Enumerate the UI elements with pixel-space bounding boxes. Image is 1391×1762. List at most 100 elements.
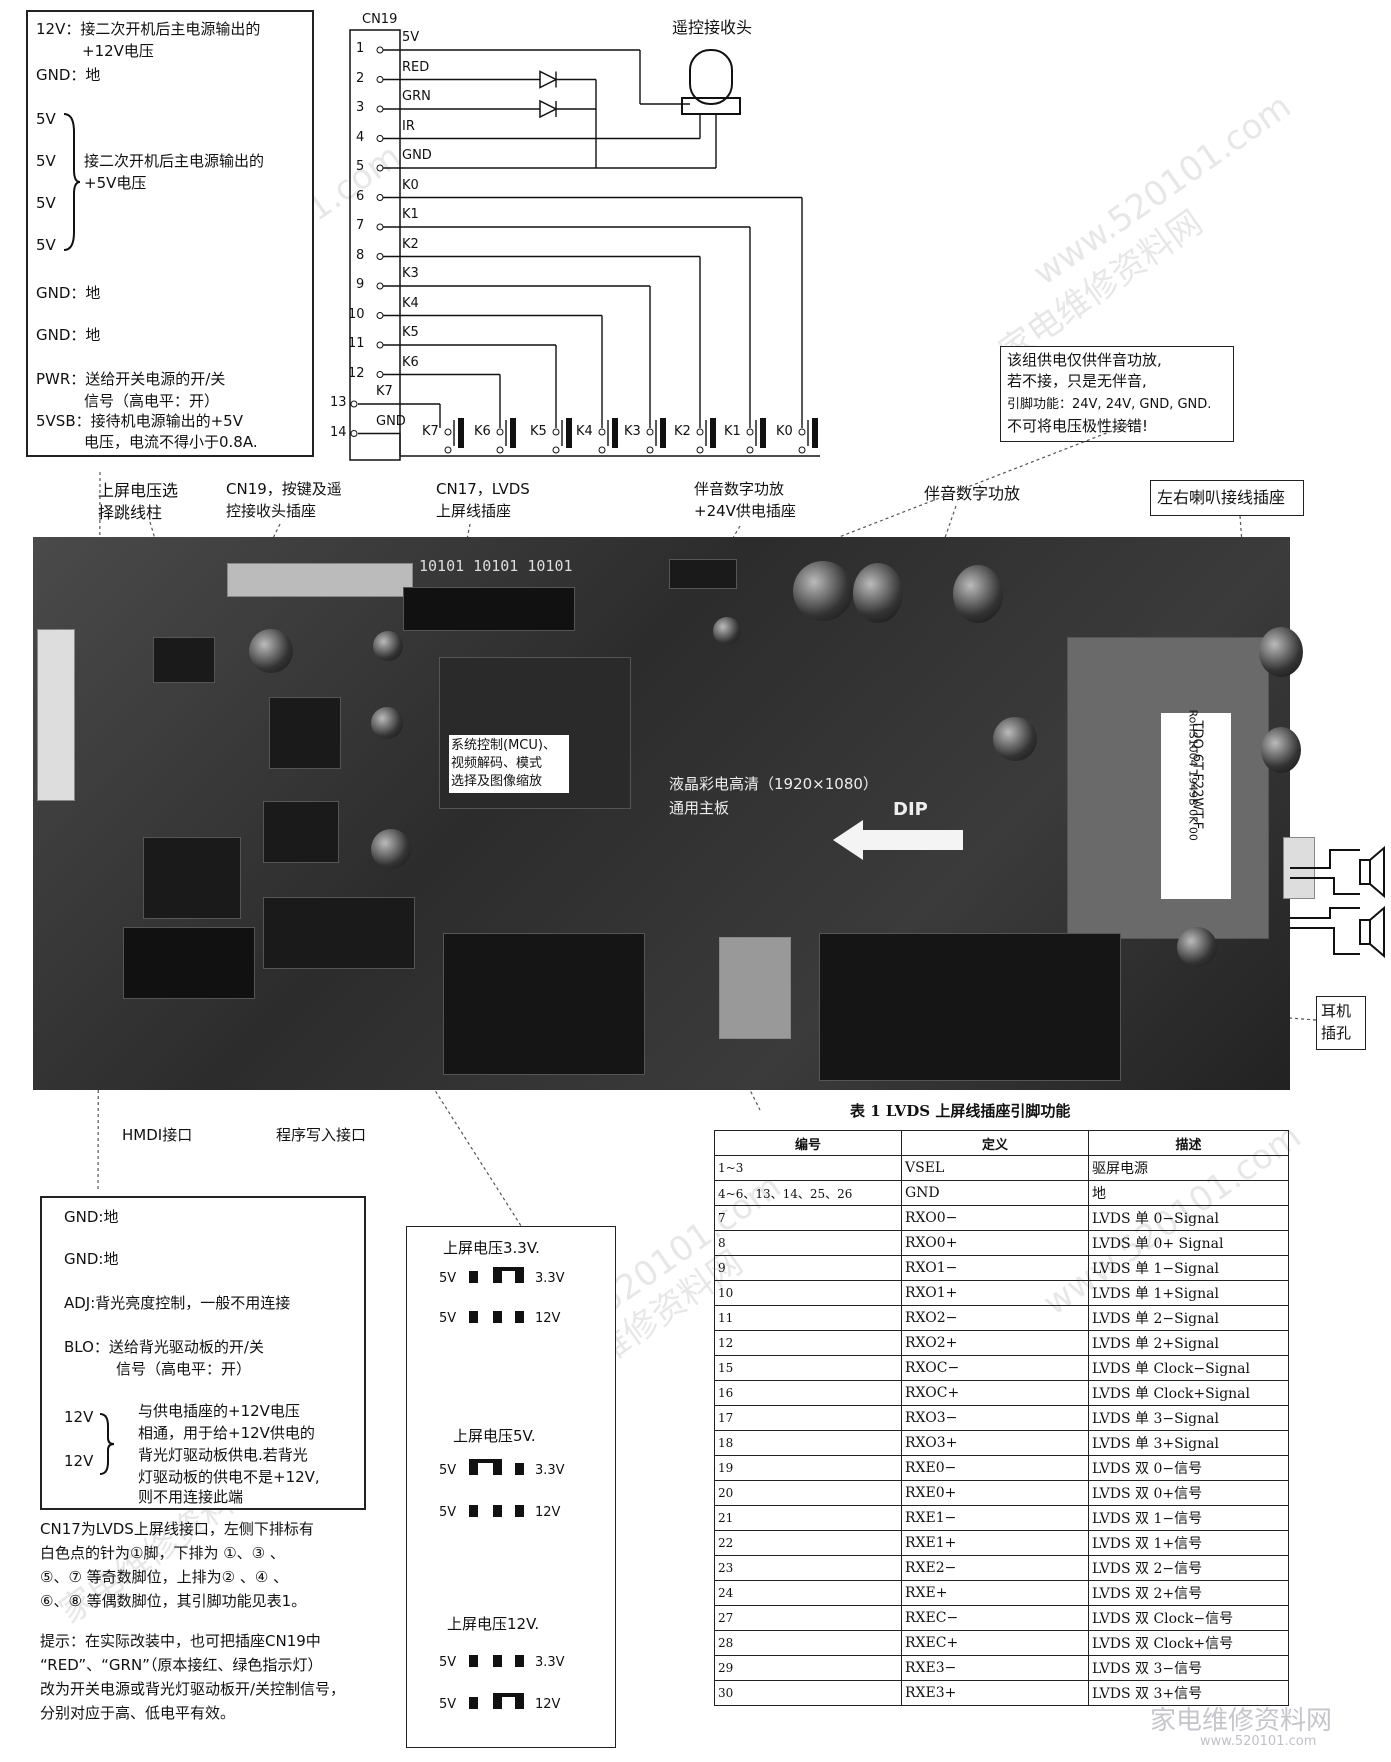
capacitor <box>1261 727 1301 773</box>
jumper-title-12v: 上屏电压12V. <box>447 1615 540 1633</box>
table-cell-number: 4~6、13、14、25、26 <box>714 1180 902 1206</box>
pin-terminal <box>598 428 606 436</box>
capacitor <box>993 717 1037 761</box>
screen-desc-line: ADJ:背光亮度控制，一般不用连接 <box>64 1294 291 1312</box>
desc-5v-2: 5V <box>36 152 56 170</box>
capacitor <box>953 565 1003 623</box>
amp-note-line: 若不接，只是无伴音, <box>1007 372 1147 390</box>
cn19-pin-number: 11 <box>348 336 365 351</box>
key-label: K6 <box>474 424 491 439</box>
tip-line: 改为开关电源或背光灯驱动板开/关控制信号， <box>40 1680 346 1698</box>
key-switch <box>660 418 666 448</box>
cn17-note-line: ⑥、⑧ 等偶数脚位，其引脚功能见表1。 <box>40 1592 307 1610</box>
cn19-signal-label: K7 <box>376 384 393 399</box>
desc-5vsb-cont: 电压，电流不得小于0.8A. <box>84 433 258 451</box>
jumper-5v: 5V <box>439 1311 457 1326</box>
ic-chip <box>263 801 339 863</box>
amp-24v-socket <box>669 559 737 589</box>
pin-terminal <box>444 446 452 454</box>
cn17-note-line: 白色点的针为①脚，下排为 ①、③ 、 <box>40 1544 285 1562</box>
key-label: K3 <box>624 424 641 439</box>
cn19-schematic <box>349 29 820 461</box>
cn19-signal-label: K6 <box>402 354 419 370</box>
capacitor <box>371 829 411 869</box>
pin-terminal <box>798 446 806 454</box>
table-cell-definition: RXO1+ <box>901 1280 1089 1306</box>
table-cell-description: LVDS 双 2−信号 <box>1088 1555 1289 1581</box>
desc-5v-4: 5V <box>36 236 56 254</box>
capacitor <box>713 617 741 645</box>
cn19-pin-number: 13 <box>330 395 347 410</box>
table-cell-number: 19 <box>714 1455 902 1481</box>
screen-desc-line: 相通，用于给+12V供电的 <box>138 1424 315 1442</box>
table-cell-definition: RXE+ <box>901 1580 1089 1606</box>
table-cell-definition: RXO0+ <box>901 1230 1089 1256</box>
callout-amp: 伴音数字功放 <box>924 484 1021 503</box>
led-icon <box>539 70 558 89</box>
tip-line: 分别对应于高、低电平有效。 <box>40 1704 236 1722</box>
table-cell-number: 27 <box>714 1605 902 1631</box>
table-cell-definition: RXO2− <box>901 1305 1089 1331</box>
table-cell-definition: RXE3+ <box>901 1680 1089 1706</box>
desc-5v-3: 5V <box>36 194 56 212</box>
cn19-signal-label: 5V <box>402 30 420 45</box>
callout-headphone-box: 耳机 插孔 <box>1316 996 1366 1050</box>
table-cell-number: 11 <box>714 1305 902 1331</box>
cn19-socket <box>227 563 413 597</box>
pin-terminal <box>646 428 654 436</box>
jumper-3v3: 3.3V <box>535 1655 565 1670</box>
screen-desc-line: 则不用连接此端 <box>138 1488 244 1506</box>
jumper-5v: 5V <box>439 1271 457 1286</box>
table-cell-description: LVDS 单 3−Signal <box>1088 1405 1289 1431</box>
cn19-signal-label: K4 <box>402 295 419 311</box>
cn17-note-line: CN17为LVDS上屏线接口，左侧下排标有 <box>40 1520 314 1538</box>
key-label: K5 <box>530 424 547 439</box>
table-caption: 表 1 LVDS 上屏线插座引脚功能 <box>850 1102 1071 1120</box>
table-cell-number: 10 <box>714 1280 902 1306</box>
key-label: K7 <box>422 424 439 439</box>
pin-terminal <box>798 428 806 436</box>
desc-pwr-cont: 信号（高电平：开） <box>84 392 220 410</box>
key-switch <box>710 418 716 448</box>
cn19-pin-number: 6 <box>356 188 365 204</box>
table-cell-definition: RXE1+ <box>901 1530 1089 1556</box>
table-header-row: 编号 定义 描述 <box>714 1130 1289 1156</box>
table-cell-number: 8 <box>714 1230 902 1256</box>
av-jack-block <box>819 933 1121 1081</box>
desc-gnd-2: GND：地 <box>36 284 101 302</box>
main-chip-label: 系统控制(MCU)、 视频解码、模式 选择及图像缩放 <box>449 735 569 793</box>
table-cell-description: LVDS 双 3+信号 <box>1088 1680 1289 1706</box>
remote-receiver-label: 遥控接收头 <box>672 18 753 37</box>
jumper-5v: 5V <box>439 1505 457 1520</box>
screen-desc-line: GND:地 <box>64 1250 119 1268</box>
cn17-note-line: ⑤、⑦ 等奇数脚位，上排为② 、④ 、 <box>40 1568 289 1586</box>
screen-desc-line: BLO：送给背光驱动板的开/关 <box>64 1338 264 1356</box>
table-cell-description: LVDS 双 3−信号 <box>1088 1655 1289 1681</box>
table-cell-description: LVDS 单 0−Signal <box>1088 1205 1289 1231</box>
cn19-pin-number: 2 <box>356 70 365 86</box>
table-cell-description: LVDS 单 0+ Signal <box>1088 1230 1289 1256</box>
key-switch <box>458 418 464 448</box>
jumper-12v: 12V <box>535 1311 561 1326</box>
ic-chip <box>153 637 215 683</box>
table-cell-number: 9 <box>714 1255 902 1281</box>
pin-terminal <box>350 430 358 437</box>
tuner-label: TDQ-6T-F22WT-F RoHS1004 1949B 0K 00 <box>1161 710 1231 899</box>
cn19-signal-label: K2 <box>402 236 419 252</box>
site-logo: 家电维修资料网 www.520101.com <box>1110 1700 1380 1756</box>
table-cell-description: LVDS 单 1−Signal <box>1088 1255 1289 1281</box>
table-cell-description: 驱屏电源 <box>1088 1155 1289 1181</box>
capacitor <box>1259 627 1303 677</box>
table-cell-definition: RXE3− <box>901 1655 1089 1681</box>
table-cell-description: LVDS 双 0−信号 <box>1088 1455 1289 1481</box>
pin-terminal <box>646 446 654 454</box>
board-subtitle: 通用主板 <box>669 799 730 817</box>
